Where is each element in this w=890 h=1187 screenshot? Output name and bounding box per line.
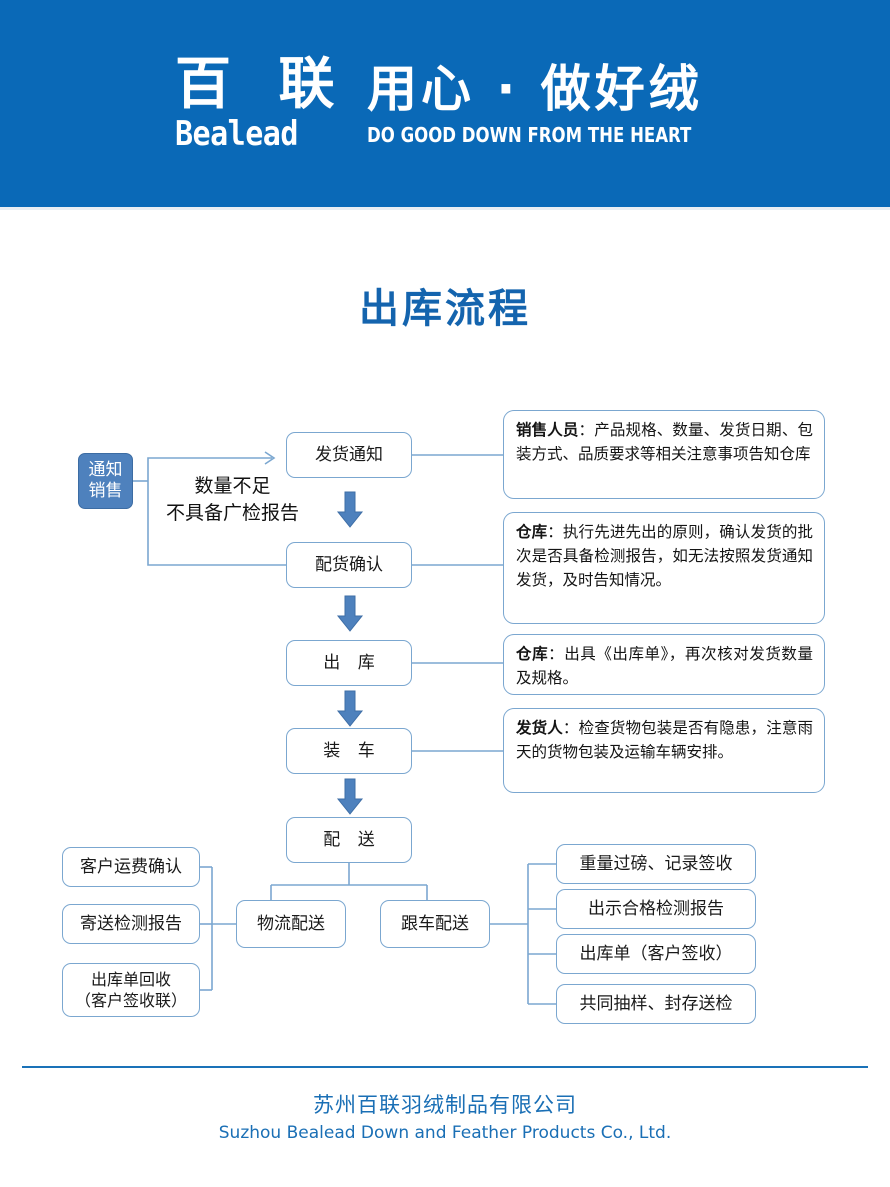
node-send-test-report[interactable]: 寄送检测报告 bbox=[62, 904, 200, 944]
slogan-chinese-text: 用心 · 做好绒 bbox=[367, 60, 703, 118]
footer-divider bbox=[22, 1066, 868, 1068]
footer-company-en: Suzhou Bealead Down and Feather Products… bbox=[218, 1123, 672, 1143]
header-divider bbox=[0, 207, 890, 210]
logo-english-text: Bealead bbox=[175, 114, 298, 154]
feedback-loop-label: 数量不足 不具备广检报告 bbox=[140, 473, 325, 527]
node-logistics-delivery-label: 物流配送 bbox=[257, 914, 325, 934]
node-outbound-recycle-label: 出库单回收（客户签收联） bbox=[74, 970, 187, 1010]
node-joint-sampling-label: 共同抽样、封存送检 bbox=[579, 994, 733, 1014]
node-accompanied-delivery-label: 跟车配送 bbox=[401, 914, 469, 934]
logo-chinese-text: 百 联 bbox=[175, 52, 349, 117]
node-outbound[interactable]: 出 库 bbox=[286, 640, 412, 686]
node-freight-confirm-label: 客户运费确认 bbox=[80, 857, 182, 877]
node-weigh-sign[interactable]: 重量过磅、记录签收 bbox=[556, 844, 756, 884]
node-weigh-sign-label: 重量过磅、记录签收 bbox=[579, 854, 733, 874]
node-delivery[interactable]: 配 送 bbox=[286, 817, 412, 863]
note-card-shipper-role: 发货人 bbox=[516, 719, 563, 737]
note-card-warehouse-1-text: 执行先进先出的原则，确认发货的批次是否具备检测报告，如无法按照发货通知发货，及时… bbox=[516, 523, 813, 589]
down-arrow-icon-4 bbox=[336, 777, 364, 817]
node-joint-sampling[interactable]: 共同抽样、封存送检 bbox=[556, 984, 756, 1024]
node-send-test-report-label: 寄送检测报告 bbox=[80, 914, 182, 934]
note-card-warehouse-1-sep: ： bbox=[547, 523, 563, 541]
down-arrow-icon-1 bbox=[336, 490, 364, 530]
note-card-warehouse-1-role: 仓库 bbox=[516, 523, 548, 541]
note-card-sales: 销售人员：产品规格、数量、发货日期、包装方式、品质要求等相关注意事项告知仓库 bbox=[503, 410, 825, 499]
note-card-shipper: 发货人：检查货物包装是否有隐患，注意雨天的货物包装及运输车辆安排。 bbox=[503, 708, 825, 793]
node-notify-sales[interactable]: 通知销售 bbox=[78, 453, 133, 509]
node-outbound-label: 出 库 bbox=[323, 653, 381, 673]
loop-label-line1: 数量不足 bbox=[194, 475, 271, 497]
page-title: 出库流程 bbox=[359, 286, 531, 332]
down-arrow-icon-3 bbox=[336, 689, 364, 729]
node-show-report[interactable]: 出示合格检测报告 bbox=[556, 889, 756, 929]
down-arrow-icon-2 bbox=[336, 594, 364, 634]
node-outbound-sheet[interactable]: 出库单（客户签收） bbox=[556, 934, 756, 974]
note-card-warehouse-2-sep: ： bbox=[548, 645, 565, 663]
node-loading-label: 装 车 bbox=[323, 741, 381, 761]
note-card-shipper-text: 检查货物包装是否有隐患，注意雨天的货物包装及运输车辆安排。 bbox=[516, 719, 813, 761]
node-accompanied-delivery[interactable]: 跟车配送 bbox=[380, 900, 490, 948]
note-card-warehouse-1: 仓库：执行先进先出的原则，确认发货的批次是否具备检测报告，如无法按照发货通知发货… bbox=[503, 512, 825, 624]
slogan-english-text: DO GOOD DOWN FROM THE HEART bbox=[367, 123, 692, 147]
note-card-warehouse-2: 仓库：出具《出库单》，再次核对发货数量及规格。 bbox=[503, 634, 825, 695]
brand-logo: 百 联 Bealead bbox=[175, 55, 375, 160]
node-outbound-recycle[interactable]: 出库单回收（客户签收联） bbox=[62, 963, 200, 1017]
node-logistics-delivery[interactable]: 物流配送 bbox=[236, 900, 346, 948]
outbound-process-flowchart: 通知销售 数量不足 不具备广检报告 发货通知 配货确认 出 库 装 车 配 送 … bbox=[0, 395, 890, 1035]
node-delivery-label: 配 送 bbox=[323, 830, 381, 850]
node-allocation-confirm[interactable]: 配货确认 bbox=[286, 542, 412, 588]
brand-slogan: 用心 · 做好绒 DO GOOD DOWN FROM THE HEART bbox=[367, 58, 787, 158]
page-footer: 苏州百联羽绒制品有限公司 Suzhou Bealead Down and Fea… bbox=[0, 1090, 890, 1146]
node-shipping-notice-label: 发货通知 bbox=[315, 445, 383, 465]
note-card-warehouse-2-text: 出具《出库单》，再次核对发货数量及规格。 bbox=[516, 645, 813, 687]
node-show-report-label: 出示合格检测报告 bbox=[588, 899, 724, 919]
note-card-sales-role: 销售人员 bbox=[516, 421, 579, 439]
note-card-shipper-sep: ： bbox=[562, 719, 579, 737]
page-header: 百 联 Bealead 用心 · 做好绒 DO GOOD DOWN FROM T… bbox=[0, 0, 890, 207]
node-outbound-sheet-label: 出库单（客户签收） bbox=[579, 944, 733, 964]
node-shipping-notice[interactable]: 发货通知 bbox=[286, 432, 412, 478]
node-freight-confirm[interactable]: 客户运费确认 bbox=[62, 847, 200, 887]
footer-company-cn: 苏州百联羽绒制品有限公司 bbox=[313, 1093, 577, 1117]
node-allocation-confirm-label: 配货确认 bbox=[315, 555, 383, 575]
node-notify-sales-label: 通知销售 bbox=[88, 460, 123, 501]
note-card-sales-text: 产品规格、数量、发货日期、包装方式、品质要求等相关注意事项告知仓库 bbox=[516, 421, 813, 463]
node-loading[interactable]: 装 车 bbox=[286, 728, 412, 774]
loop-label-line2: 不具备广检报告 bbox=[165, 502, 299, 524]
note-card-sales-sep: ： bbox=[578, 421, 595, 439]
note-card-warehouse-2-role: 仓库 bbox=[516, 645, 549, 663]
